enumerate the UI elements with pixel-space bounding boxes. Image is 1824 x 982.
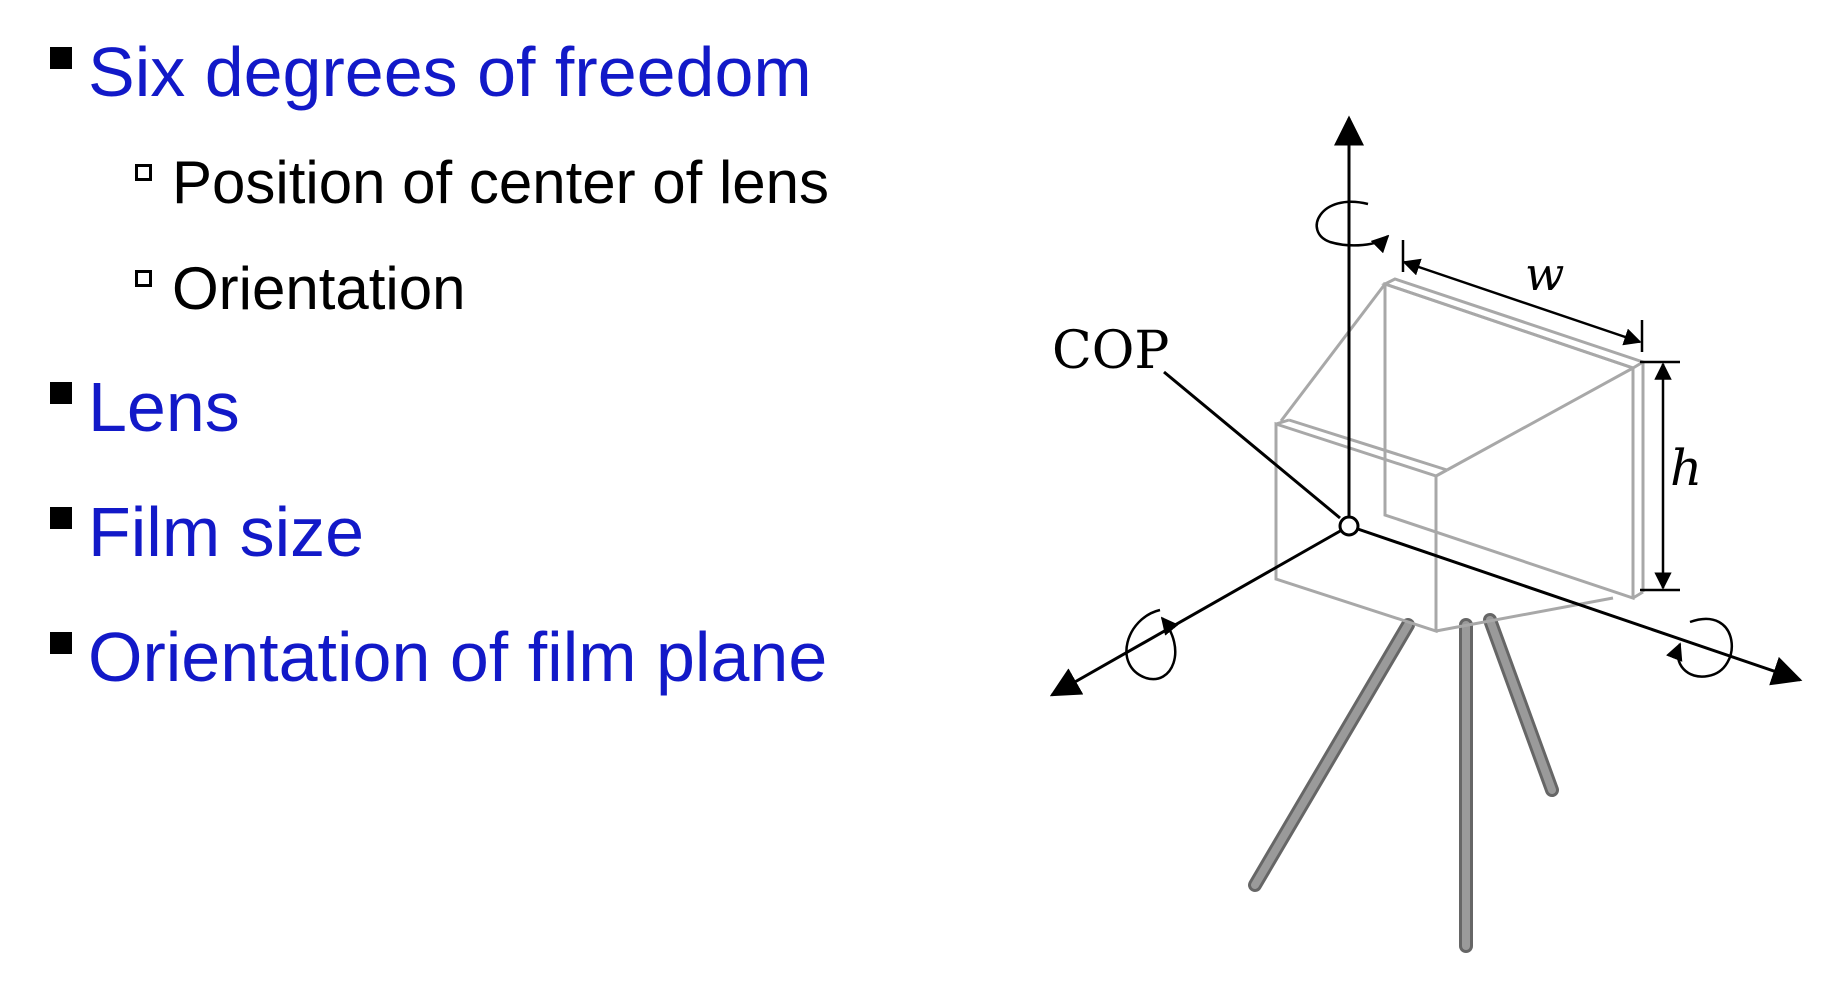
height-label: h [1670,439,1702,497]
bullet-item-six-degrees: Six degrees of freedom [50,32,812,112]
coordinate-axes [1049,115,1803,697]
width-dimension-icon [1401,240,1644,352]
camera-diagram: COP w h [1030,100,1810,960]
bullet-text: Orientation of film plane [88,618,828,696]
square-bullet-icon [50,632,72,654]
bullet-text: Film size [88,493,365,571]
bullet-text: Lens [88,368,240,446]
bullet-text: Six degrees of freedom [88,33,812,111]
square-bullet-icon [50,47,72,69]
bullet-item-film-plane: Orientation of film plane [50,617,827,697]
width-label: w [1525,247,1564,301]
square-bullet-icon [50,382,72,404]
cop-leader-line [1163,370,1341,520]
sub-bullet-item-position: Position of center of lens [135,148,829,217]
sub-bullet-item-orientation: Orientation [135,254,466,323]
cop-label: COP [1052,321,1169,381]
hollow-square-bullet-icon [135,164,152,181]
height-dimension-icon [1640,360,1680,592]
rotation-arrows-icon [1125,200,1733,681]
bullet-item-film-size: Film size [50,492,364,572]
sub-bullet-text: Position of center of lens [172,149,830,216]
camera-diagram-svg: COP w h [1049,115,1803,953]
hollow-square-bullet-icon [135,270,152,287]
tripod-icon [1248,613,1559,953]
sub-bullet-text: Orientation [172,255,466,322]
bullet-list: Six degrees of freedom Position of cente… [0,0,900,982]
square-bullet-icon [50,507,72,529]
bullet-item-lens: Lens [50,367,240,447]
camera-body-icon [1274,277,1647,634]
center-of-projection-icon [1338,515,1360,537]
